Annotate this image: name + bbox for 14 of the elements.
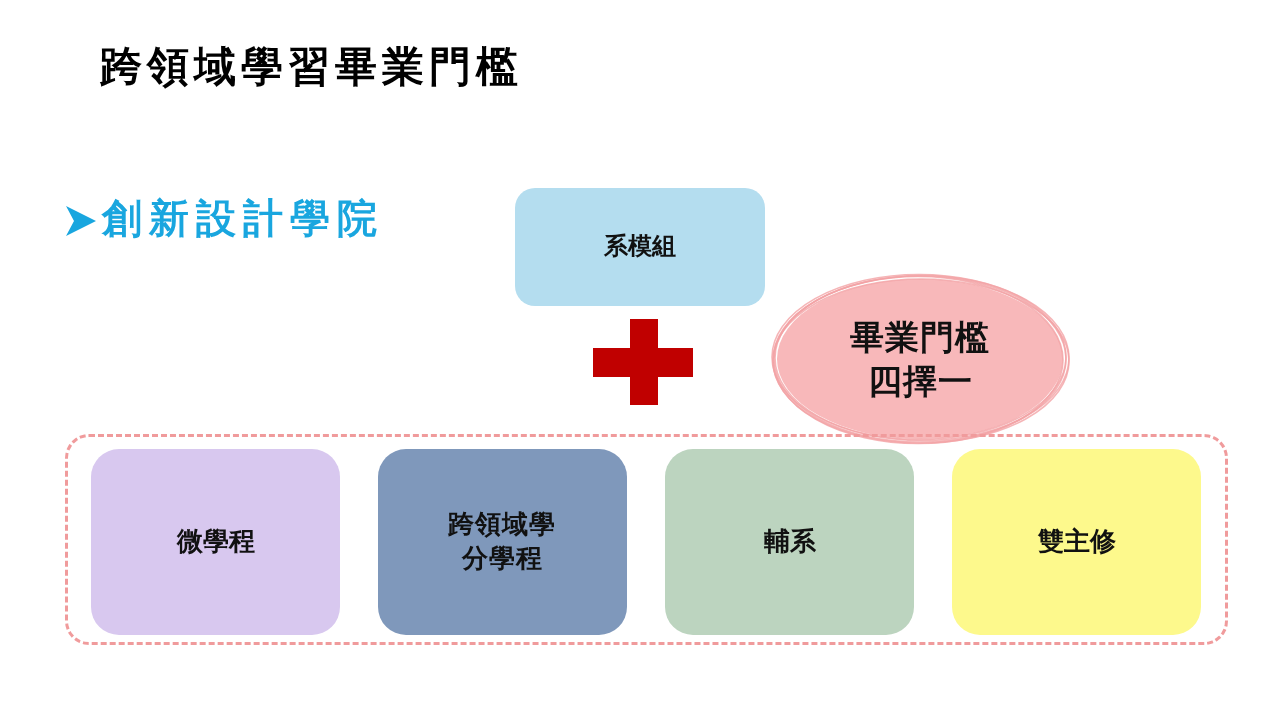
node-label: 雙主修	[1037, 525, 1116, 559]
option-box	[91, 449, 340, 635]
node-label: 微學程	[176, 525, 255, 559]
module-box	[515, 188, 765, 306]
slide-title: 跨領域學習畢業門檻	[100, 44, 523, 91]
dashed-frame	[65, 434, 1228, 645]
node-label: 跨領域學分學程	[447, 508, 558, 575]
node-label: 系模組	[604, 231, 676, 263]
option-box	[665, 449, 914, 635]
section-heading: 創新設計學院	[102, 196, 384, 240]
node-label: 畢業門檻四擇一	[849, 315, 991, 403]
option-box	[378, 449, 627, 635]
option-box	[952, 449, 1201, 635]
node-label: 輔系	[763, 525, 816, 559]
